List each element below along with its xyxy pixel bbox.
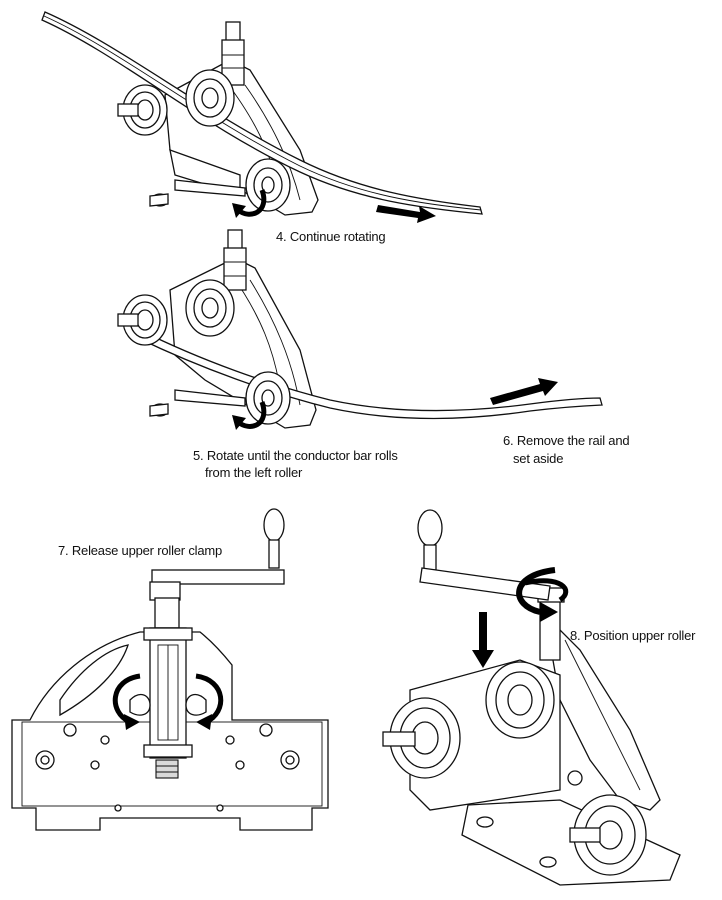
step7-label: 7. Release upper roller clamp bbox=[58, 543, 223, 558]
step8-label: 8. Position upper roller bbox=[570, 628, 696, 643]
step5-label-line2: from the left roller bbox=[205, 465, 303, 480]
step6-label-line1: 6. Remove the rail and bbox=[503, 433, 630, 448]
step4-label: 4. Continue rotating bbox=[276, 229, 386, 244]
bender-step5 bbox=[117, 229, 603, 430]
bender-step4 bbox=[41, 11, 483, 223]
step5-label-line1: 5. Rotate until the conductor bar rolls bbox=[193, 448, 398, 463]
bender-front-view bbox=[11, 508, 329, 831]
bender-iso-view bbox=[382, 509, 681, 886]
step6-label-line2: set aside bbox=[513, 451, 564, 466]
